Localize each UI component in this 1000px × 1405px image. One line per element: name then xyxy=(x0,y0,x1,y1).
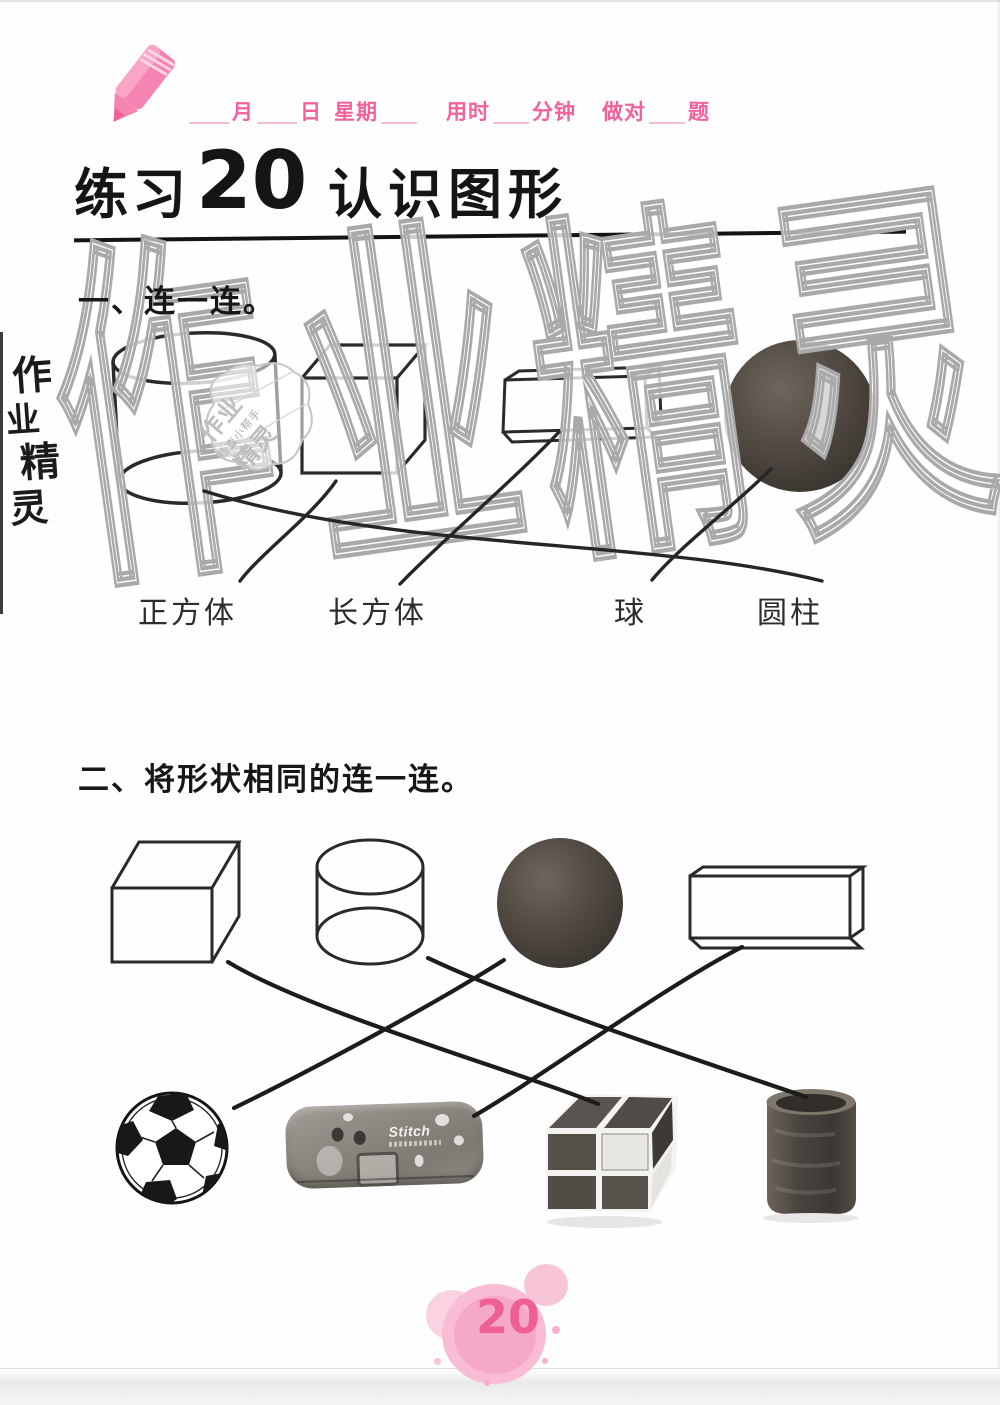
line-cuboid-to-changfangti xyxy=(398,430,561,586)
month-blank xyxy=(189,102,229,125)
label-changfangti: 长方体 xyxy=(328,597,427,630)
scan-edge-left-line xyxy=(0,332,3,614)
sphere-shape-2 xyxy=(497,838,623,968)
splash-dot xyxy=(552,1326,560,1334)
exercise-number: 20 xyxy=(196,134,308,227)
line-sphere2-to-soccer xyxy=(231,957,507,1111)
line-cuboid2-to-pencilcase xyxy=(471,944,745,1119)
handwritten-char: 作 xyxy=(10,352,54,400)
line-cylinder2-to-penholder xyxy=(425,955,809,1100)
line-cube-to-zhengfangti xyxy=(238,479,338,583)
time-blank xyxy=(493,102,529,125)
crayon-icon xyxy=(113,44,176,122)
app-stamp: 作业 检查小帮手 精灵 xyxy=(195,352,328,490)
time-used-label: 用时 xyxy=(446,101,490,124)
line-sphere-to-qiu xyxy=(650,467,773,582)
section-one-heading: 一、连一连。 xyxy=(78,284,276,319)
sphere-shape-1 xyxy=(724,340,876,492)
splash-dot xyxy=(484,1380,490,1386)
page-number: 20 xyxy=(475,1290,540,1344)
minutes-label: 分钟 xyxy=(532,101,576,124)
splash-dot xyxy=(542,1358,548,1364)
splash-blob xyxy=(454,1296,536,1374)
cube-shape-2 xyxy=(110,840,242,964)
label-zhengfangti: 正方体 xyxy=(138,597,237,630)
cuboid-shape-1 xyxy=(501,365,665,444)
line-cylinder-to-yuanzhu xyxy=(202,489,824,583)
day-blank xyxy=(257,102,297,125)
cuboid-shape-2 xyxy=(688,865,868,950)
handwritten-watermark: 作 业 精 灵 xyxy=(5,352,82,532)
line-cube2-to-rubiks xyxy=(225,959,601,1107)
rubiks-cube-photo xyxy=(546,1094,678,1228)
scan-edge-top xyxy=(0,0,1000,2)
scan-edge-right xyxy=(996,0,1000,1405)
section-two-heading: 二、将形状相同的连一连。 xyxy=(78,762,474,797)
label-yuanzhu: 圆柱 xyxy=(757,597,823,630)
correct-blank xyxy=(649,102,685,125)
handwritten-char: 业 xyxy=(4,400,42,441)
handwritten-char: 精 xyxy=(18,439,62,487)
weekday-blank xyxy=(381,102,417,125)
month-label: 月 xyxy=(232,101,254,124)
day-label: 日 xyxy=(300,101,322,124)
handwritten-char: 灵 xyxy=(8,487,50,532)
splash-dot xyxy=(434,1358,441,1365)
pen-holder-photo xyxy=(763,1089,859,1223)
stamp-blob-outline xyxy=(205,362,313,471)
label-qiu: 球 xyxy=(614,597,647,630)
header-date-fields: 月 日 星期 用时 分钟 做对 题 xyxy=(186,101,876,125)
weekday-label: 星期 xyxy=(334,101,378,124)
page-number-splash: 20 xyxy=(424,1262,594,1397)
exercise-title-prefix: 练习 xyxy=(74,165,190,225)
exercise-title-name: 认识图形 xyxy=(328,165,568,225)
correct-count-label: 做对 xyxy=(602,101,646,124)
cylinder-shape-2 xyxy=(315,838,425,966)
questions-label: 题 xyxy=(688,101,710,124)
